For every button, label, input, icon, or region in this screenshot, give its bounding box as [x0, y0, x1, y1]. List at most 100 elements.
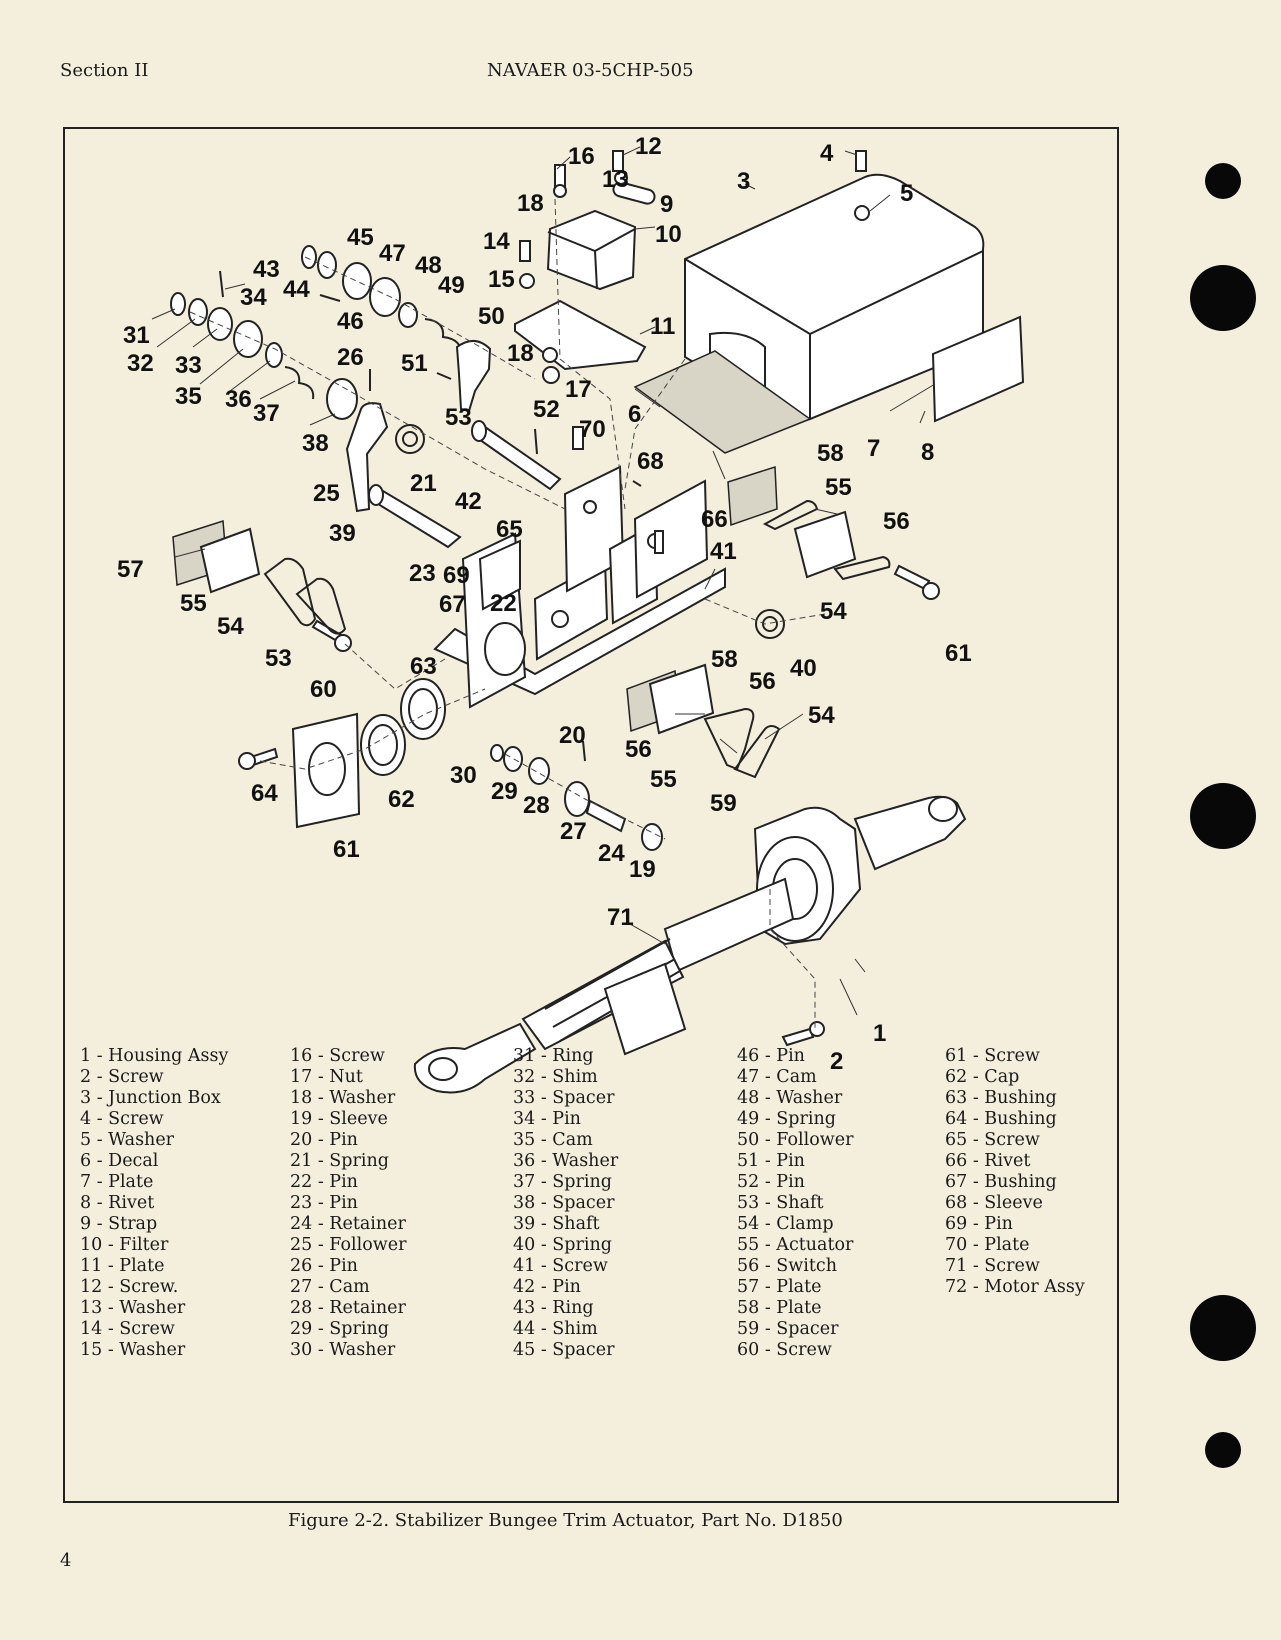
- callout-55a: 54: [217, 613, 244, 640]
- figure-caption: Figure 2-2. Stabilizer Bungee Trim Actua…: [288, 1510, 843, 1531]
- callout-39: 39: [329, 520, 356, 547]
- callout-62: 61: [333, 836, 360, 863]
- callout-59: 58: [711, 646, 738, 673]
- legend-item: 26 - Pin: [290, 1256, 358, 1276]
- legend-item: 36 - Washer: [513, 1151, 619, 1171]
- legend-item: 3 - Junction Box: [80, 1088, 221, 1108]
- legend-item: 59 - Spacer: [737, 1319, 839, 1339]
- callout-30: 30: [450, 762, 477, 789]
- legend-item: 16 - Screw: [290, 1046, 385, 1066]
- callout-17: 17: [565, 376, 592, 403]
- callout-11: 11: [650, 313, 675, 340]
- parts-legend-col-4: 46 - Pin 47 - Cam 48 - Washer 49 - Sprin…: [737, 1046, 853, 1361]
- callout-63: 62: [388, 786, 415, 813]
- callout-31: 31: [123, 322, 150, 349]
- legend-item: 61 - Screw: [945, 1046, 1040, 1066]
- part-drawings: [170, 150, 1025, 1094]
- callout-50: 50: [478, 303, 505, 330]
- callout-64: 63: [410, 653, 437, 680]
- callout-33: 33: [175, 352, 202, 379]
- legend-item: 38 - Spacer: [513, 1193, 615, 1213]
- callout-53: 53: [445, 404, 472, 431]
- legend-item: 15 - Washer: [80, 1340, 186, 1360]
- callout-57: 56: [625, 736, 652, 763]
- parts-legend-col-2: 16 - Screw 17 - Nut 18 - Washer 19 - Sle…: [290, 1046, 406, 1361]
- legend-item: 13 - Washer: [80, 1298, 186, 1318]
- binder-hole: [1205, 163, 1241, 199]
- legend-item: 56 - Switch: [737, 1256, 837, 1276]
- legend-item: 19 - Sleeve: [290, 1109, 388, 1129]
- callout-1: 1: [873, 1020, 886, 1047]
- callout-40: 40: [790, 655, 817, 682]
- callout-15: 15: [488, 266, 515, 293]
- callout-12: 12: [635, 133, 662, 160]
- callout-8: 8: [921, 439, 934, 466]
- callout-42: 42: [455, 488, 482, 515]
- legend-item: 55 - Actuator: [737, 1235, 854, 1255]
- callout-7: 7: [867, 435, 880, 462]
- callout-60: 59: [710, 790, 737, 817]
- legend-item: 12 - Screw.: [80, 1277, 179, 1297]
- legend-item: 72 - Motor Assy: [945, 1277, 1085, 1297]
- binder-hole: [1190, 1295, 1256, 1361]
- callout-22: 22: [490, 590, 517, 617]
- figure-frame: 1 2 3 4 5 6 7 8 9 10 11 12 13 14 15 16 1…: [63, 127, 1119, 1503]
- legend-item: 69 - Pin: [945, 1214, 1013, 1234]
- callout-49: 49: [438, 272, 465, 299]
- callout-58a: 57: [117, 556, 144, 583]
- legend-item: 23 - Pin: [290, 1193, 358, 1213]
- callout-3: 3: [737, 168, 750, 195]
- callout-71: 70: [579, 416, 606, 443]
- callout-55c: 55: [650, 766, 677, 793]
- callout-38: 38: [302, 430, 329, 457]
- legend-item: 1 - Housing Assy: [80, 1046, 229, 1066]
- legend-item: 57 - Plate: [737, 1277, 822, 1297]
- callout-2: 2: [830, 1048, 843, 1075]
- legend-item: 53 - Shaft: [737, 1193, 824, 1213]
- callout-24: 24: [598, 840, 625, 867]
- legend-item: 37 - Spring: [513, 1172, 612, 1192]
- legend-item: 32 - Shim: [513, 1067, 598, 1087]
- legend-item: 9 - Strap: [80, 1214, 158, 1234]
- parts-legend-col-3: 31 - Ring 32 - Shim 33 - Spacer 34 - Pin…: [513, 1046, 618, 1361]
- legend-item: 21 - Spring: [290, 1151, 389, 1171]
- callout-46: 46: [337, 308, 364, 335]
- callout-19: 19: [629, 856, 656, 883]
- callout-72: 71: [607, 904, 634, 931]
- legend-item: 4 - Screw: [80, 1109, 164, 1129]
- legend-item: 52 - Pin: [737, 1172, 805, 1192]
- callout-67: 66: [701, 506, 728, 533]
- legend-item: 50 - Follower: [737, 1130, 854, 1150]
- legend-item: 46 - Pin: [737, 1046, 805, 1066]
- callout-13: 13: [602, 166, 629, 193]
- callout-37: 37: [253, 400, 280, 427]
- callout-61a: 60: [310, 676, 337, 703]
- callout-44: 44: [283, 276, 310, 303]
- callout-56b: 56: [883, 508, 910, 535]
- page-number: 4: [60, 1550, 72, 1571]
- legend-item: 70 - Plate: [945, 1235, 1030, 1255]
- legend-item: 7 - Plate: [80, 1172, 154, 1192]
- legend-item: 10 - Filter: [80, 1235, 169, 1255]
- legend-item: 18 - Washer: [290, 1088, 396, 1108]
- callout-41: 41: [710, 538, 737, 565]
- callout-51: 51: [401, 350, 428, 377]
- legend-item: 24 - Retainer: [290, 1214, 406, 1234]
- legend-item: 42 - Pin: [513, 1277, 581, 1297]
- legend-item: 48 - Washer: [737, 1088, 843, 1108]
- callout-27: 27: [560, 818, 587, 845]
- callout-28: 28: [523, 792, 550, 819]
- callout-36: 36: [225, 386, 252, 413]
- callout-29: 29: [491, 778, 518, 805]
- callout-61b: 61: [945, 640, 972, 667]
- legend-item: 71 - Screw: [945, 1256, 1040, 1276]
- binder-hole: [1190, 265, 1256, 331]
- legend-item: 2 - Screw: [80, 1067, 164, 1087]
- legend-item: 6 - Decal: [80, 1151, 159, 1171]
- document-number: NAVAER 03-5CHP-505: [487, 60, 694, 81]
- callout-9: 9: [660, 191, 673, 218]
- exploded-parts-diagram: 1 2 3 4 5 6 7 8 9 10 11 12 13 14 15 16 1…: [117, 133, 1025, 1094]
- binder-hole: [1190, 783, 1256, 849]
- callout-23: 23: [409, 560, 436, 587]
- callout-16: 16: [568, 143, 595, 170]
